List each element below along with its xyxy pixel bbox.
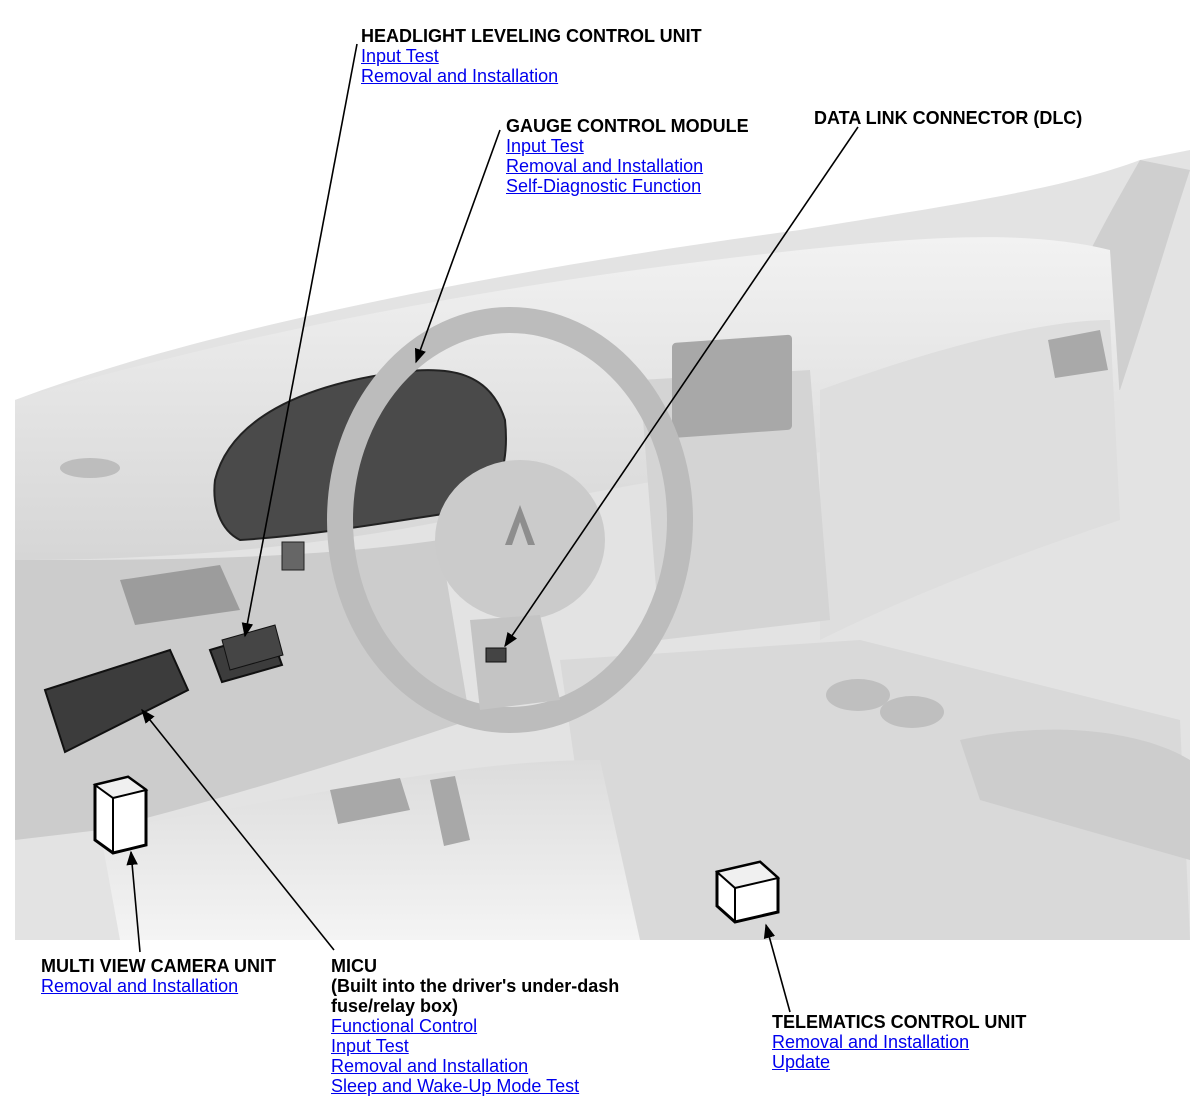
leader-telematics: [763, 923, 791, 1013]
micu-removal-link[interactable]: Removal and Installation: [331, 1056, 529, 1076]
micu-functional-control-link[interactable]: Functional Control: [331, 1016, 478, 1036]
steering-column: [470, 615, 560, 710]
center-stack: [640, 370, 830, 640]
telematics-unit-box: [714, 860, 781, 924]
headlight-removal-link[interactable]: Removal and Installation: [361, 66, 559, 86]
brake-pedal: [330, 778, 410, 824]
camera-title: MULTI VIEW CAMERA UNIT: [41, 956, 276, 976]
micu-sleep-wake-link[interactable]: Sleep and Wake-Up Mode Test: [331, 1076, 580, 1096]
cup-holder-1: [826, 679, 890, 711]
left-side-vent: [120, 565, 240, 625]
gauge-self-diagnostic-link[interactable]: Self-Diagnostic Function: [506, 176, 702, 196]
headlight-input-test-link[interactable]: Input Test: [361, 46, 439, 66]
gauge-callout: GAUGE CONTROL MODULE Input Test Removal …: [506, 116, 749, 196]
center-console: [560, 640, 1190, 940]
leader-dlc: [504, 126, 859, 648]
headlight-title: HEADLIGHT LEVELING CONTROL UNIT: [361, 26, 702, 46]
headlight-callout: HEADLIGHT LEVELING CONTROL UNIT Input Te…: [361, 26, 702, 86]
dlc-callout: DATA LINK CONNECTOR (DLC): [814, 108, 1082, 128]
passenger-dashboard: [820, 320, 1120, 640]
camera-removal-link[interactable]: Removal and Installation: [41, 976, 239, 996]
camera-unit-box: [92, 775, 149, 855]
dlc-title: DATA LINK CONNECTOR (DLC): [814, 108, 1083, 128]
accelerator-pedal: [430, 776, 470, 846]
telematics-callout: TELEMATICS CONTROL UNIT Removal and Inst…: [772, 1012, 1026, 1072]
micu-callout: MICU (Built into the driver's under-dash…: [331, 956, 619, 1096]
dlc-connector: [485, 647, 507, 663]
steering-wheel-rim: [327, 307, 693, 733]
telematics-title: TELEMATICS CONTROL UNIT: [772, 1012, 1027, 1032]
armrest: [960, 729, 1190, 860]
steering-logo: [505, 505, 535, 545]
left-defrost-vent: [60, 458, 120, 478]
camera-callout: MULTI VIEW CAMERA UNIT Removal and Insta…: [41, 956, 276, 996]
leader-gauge: [414, 129, 501, 364]
micu-input-test-link[interactable]: Input Test: [331, 1036, 409, 1056]
gauge-removal-link[interactable]: Removal and Installation: [506, 156, 704, 176]
infotainment-screen: [672, 334, 792, 438]
telematics-removal-link[interactable]: Removal and Installation: [772, 1032, 970, 1052]
cup-holder-2: [880, 696, 944, 728]
leader-camera: [126, 850, 141, 953]
headlight-leveling-unit: [221, 624, 284, 671]
telematics-update-link[interactable]: Update: [772, 1052, 831, 1072]
micu-fuse-box: [43, 648, 190, 754]
leader-micu: [141, 708, 335, 951]
gauge-input-test-link[interactable]: Input Test: [506, 136, 584, 156]
right-vent: [1048, 330, 1108, 378]
steering-wheel-hub: [435, 460, 605, 620]
micu-title: MICU (Built into the driver's under-dash…: [331, 956, 620, 1016]
gauge-title: GAUGE CONTROL MODULE: [506, 116, 749, 136]
cluster-bracket: [281, 541, 305, 571]
leader-headlight: [241, 43, 358, 638]
floor: [100, 760, 640, 940]
